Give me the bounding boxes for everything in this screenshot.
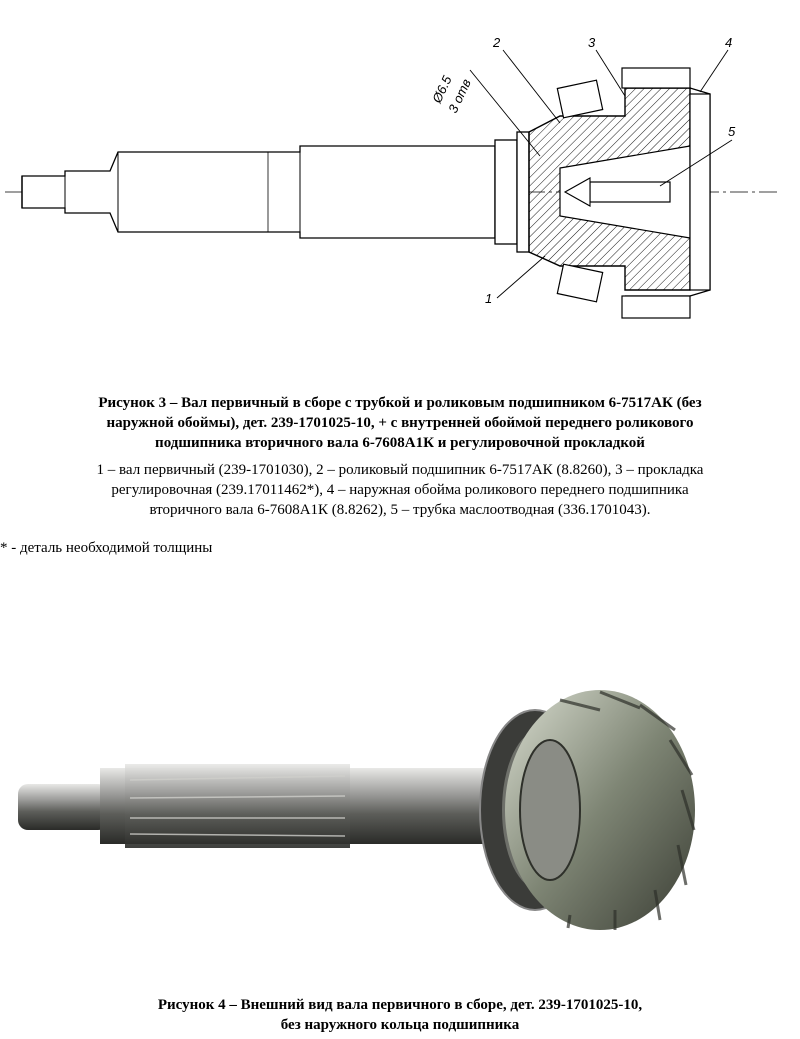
callout-1: 1 bbox=[485, 291, 492, 306]
footnote: * - деталь необходимой толщины bbox=[0, 540, 213, 556]
oil-tube bbox=[589, 181, 671, 203]
callout-2: 2 bbox=[492, 35, 501, 50]
shaft-assembly-photo bbox=[18, 690, 696, 930]
roller-top bbox=[556, 79, 604, 119]
shaft-tip bbox=[18, 784, 108, 830]
collar bbox=[494, 139, 518, 245]
shaft-assembly-drawing: 2 3 4 5 1 Ø6.5 3 отв bbox=[5, 35, 780, 319]
shaft-outline bbox=[21, 145, 496, 239]
figure-3-caption: Рисунок 3 – Вал первичный в сборе с труб… bbox=[98, 395, 702, 451]
callout-3: 3 bbox=[588, 35, 596, 50]
spline-lines bbox=[129, 775, 346, 837]
gear-teeth bbox=[559, 690, 696, 930]
callout-4: 4 bbox=[725, 35, 732, 50]
callout-5: 5 bbox=[728, 124, 736, 139]
figure-4-caption: Рисунок 4 – Внешний вид вала первичного … bbox=[157, 997, 643, 1033]
roller-bottom bbox=[556, 263, 604, 303]
figure-3-legend: 1 – вал первичный (239-1701030), 2 – рол… bbox=[96, 462, 704, 518]
